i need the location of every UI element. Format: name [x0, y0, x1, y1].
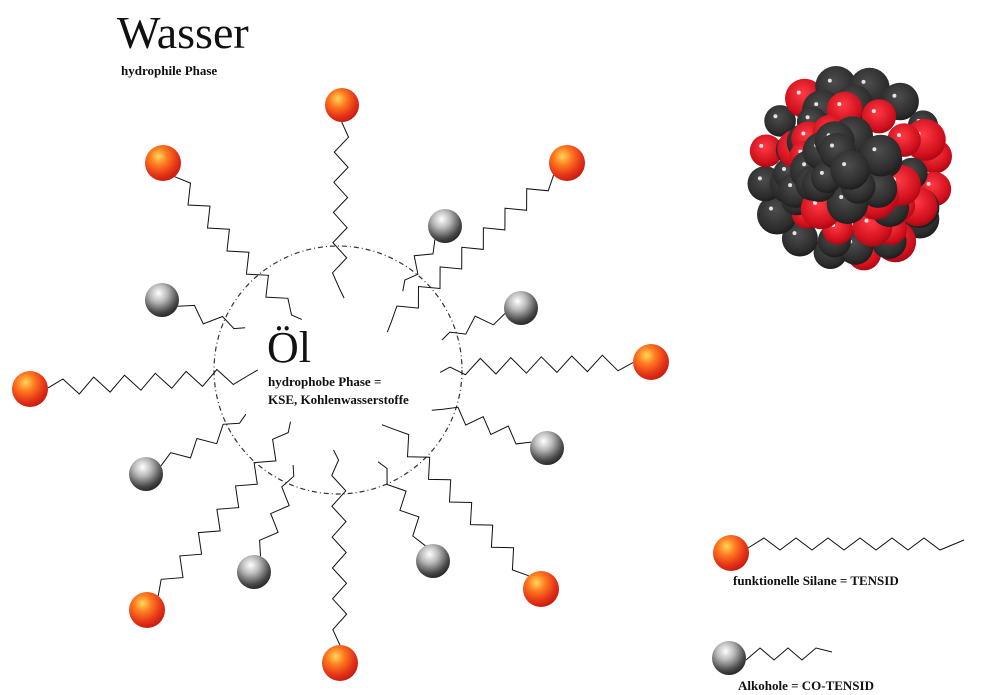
cluster-highlight-30: [805, 115, 810, 120]
cluster-sphere-dark-63: [830, 150, 870, 190]
cluster-highlight-24: [814, 102, 819, 107]
molecules-layer: [12, 88, 669, 681]
cluster-highlight-63: [842, 162, 847, 167]
cosurfactant-chain-8: [402, 239, 436, 292]
cluster-highlight-2: [769, 206, 773, 211]
surfactant-head-5: [129, 592, 165, 628]
cluster-highlight-44: [813, 200, 817, 205]
cluster-highlight-8: [861, 79, 866, 84]
cosurfactant-head-9: [504, 291, 538, 325]
cluster-highlight-33: [897, 133, 901, 138]
cosurfactant-head-14: [416, 544, 450, 578]
surfactant-chain-6: [381, 424, 529, 577]
cosurfactant-chain-9: [441, 313, 506, 341]
cluster-highlight-5: [773, 114, 778, 119]
cluster-highlight-3: [757, 176, 762, 181]
cluster-highlight-49: [802, 162, 807, 167]
cluster-sphere-red-32: [861, 99, 897, 134]
cosurfactant-head-12: [129, 457, 163, 491]
cosurfactant-chain-10: [177, 304, 246, 330]
surfactant-head-6: [523, 571, 559, 607]
cluster-highlight-6: [796, 90, 801, 95]
cluster-sphere-dark-1: [781, 220, 818, 257]
cluster-highlight-32: [871, 109, 876, 114]
surfactant-head-0: [325, 88, 359, 122]
cluster-highlight-7: [827, 78, 832, 83]
oil-subtitle-line2: KSE, Kohlenwasserstoffe: [268, 392, 409, 407]
cosurfactant-chain-14: [377, 461, 426, 547]
water-title: Wasser: [117, 7, 249, 58]
surfactant-head-2: [549, 145, 585, 181]
surfactant-chain-3: [439, 354, 634, 376]
cluster-highlight-25: [864, 218, 869, 223]
surfactant-head-4: [12, 371, 48, 407]
cluster-highlight-61: [830, 143, 834, 148]
cosurfactant-chain-11: [431, 406, 532, 445]
cluster-highlight-9: [892, 93, 897, 98]
water-subtitle: hydrophile Phase: [121, 63, 217, 78]
cluster-highlight-60: [819, 170, 824, 175]
legend-surfactant-head: [713, 535, 749, 571]
cluster-highlight-36: [782, 167, 786, 171]
surfactant-chain-5: [157, 421, 291, 596]
cluster-sphere-red-4: [749, 134, 783, 168]
micelle-cluster-image: [747, 66, 953, 271]
surfactant-head-7: [322, 645, 358, 681]
cluster-highlight-38: [788, 183, 793, 188]
cluster-sphere-dark-5: [764, 105, 796, 137]
legend-surfactant-chain: [747, 537, 965, 551]
legend-cosurfactant-label: Alkohole = CO-TENSID: [738, 678, 874, 693]
cluster-highlight-58: [872, 147, 877, 152]
legend-surfactant: funktionelle Silane = TENSID: [713, 535, 965, 588]
cosurfactant-head-13: [237, 555, 271, 589]
surfactant-chain-1: [174, 176, 302, 320]
oil-core-boundary: [213, 245, 463, 495]
surfactant-head-1: [145, 145, 181, 181]
oil-title: Öl: [267, 323, 311, 372]
cosurfactant-head-10: [145, 283, 179, 317]
surfactant-chain-7: [331, 449, 348, 646]
legend-surfactant-label: funktionelle Silane = TENSID: [733, 573, 899, 588]
surfactant-head-3: [633, 344, 669, 380]
cosurfactant-chain-12: [160, 413, 247, 467]
surfactant-chain-2: [386, 174, 555, 333]
surfactant-chain-4: [47, 368, 259, 395]
cluster-highlight-54: [839, 195, 844, 199]
cluster-highlight-43: [801, 131, 806, 136]
legend-cosurfactant-head: [712, 641, 746, 675]
cluster-highlight-12: [926, 181, 931, 186]
cluster-highlight-4: [759, 143, 764, 148]
cosurfactant-chain-13: [259, 464, 295, 557]
cluster-highlight-31: [837, 102, 842, 107]
surfactant-chain-0: [331, 121, 350, 299]
legend-cosurfactant-chain: [745, 647, 833, 661]
legend-cosurfactant: Alkohole = CO-TENSID: [712, 641, 874, 693]
oil-subtitle-line1: hydrophobe Phase =: [268, 374, 381, 389]
cosurfactant-head-11: [530, 431, 564, 465]
cluster-highlight-1: [792, 231, 797, 236]
cluster-sphere-dark-58: [859, 134, 902, 177]
cosurfactant-head-8: [428, 209, 462, 243]
